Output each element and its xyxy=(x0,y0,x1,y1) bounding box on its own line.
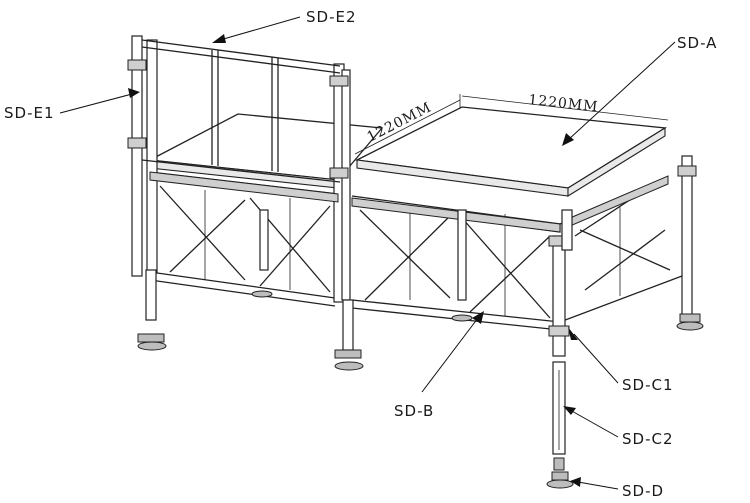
legs xyxy=(137,155,704,489)
dimension-lines xyxy=(354,94,669,155)
label-sd-b: SD-B xyxy=(394,402,434,420)
label-sd-c1: SD-C1 xyxy=(622,376,674,394)
label-sd-e2: SD-E2 xyxy=(306,8,357,26)
label-sd-a: SD-A xyxy=(677,34,717,52)
label-sd-d: SD-D xyxy=(622,482,664,500)
front-beams xyxy=(149,171,669,233)
leader-lines xyxy=(59,16,676,490)
label-sd-c2: SD-C2 xyxy=(622,430,674,448)
label-sd-e1: SD-E1 xyxy=(4,104,55,122)
dimension-top-edge: 1220MM xyxy=(528,92,600,115)
